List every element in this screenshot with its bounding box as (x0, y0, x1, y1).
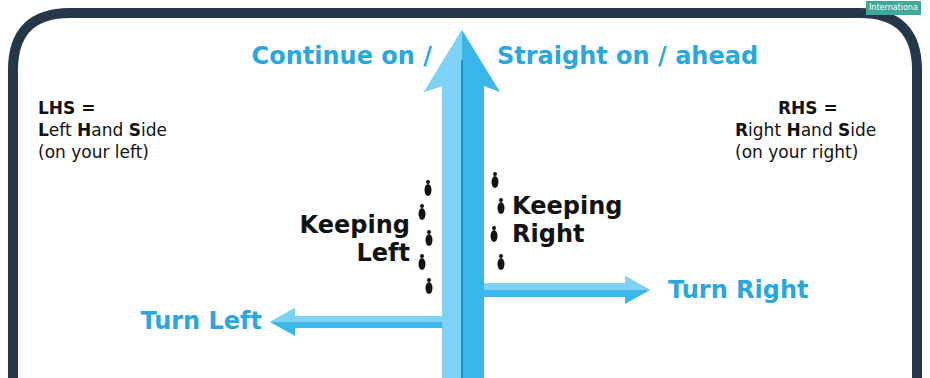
direction-label: Turn Left (120, 307, 262, 336)
side-note: (on your right) (735, 142, 858, 162)
direction-label: Turn Right (668, 276, 809, 305)
abbreviation: RHS = (778, 98, 838, 118)
turn-right-arrow (484, 276, 650, 304)
keeping-label: Keeping Left (282, 212, 410, 267)
turn-left-arrow (270, 308, 442, 336)
abbreviation: LHS = (38, 98, 95, 118)
keeping-label: Keeping Right (512, 193, 640, 248)
direction-label: Straight on / ahead (497, 42, 758, 71)
badge-text: Internationa (866, 1, 921, 15)
frame-border (13, 13, 917, 378)
abbreviation-meaning: Left Hand Side (38, 120, 167, 140)
abbreviation-meaning: Right Hand Side (735, 120, 876, 140)
direction-label: Continue on / (232, 42, 432, 71)
side-note: (on your left) (38, 142, 149, 162)
footprints (419, 172, 505, 294)
